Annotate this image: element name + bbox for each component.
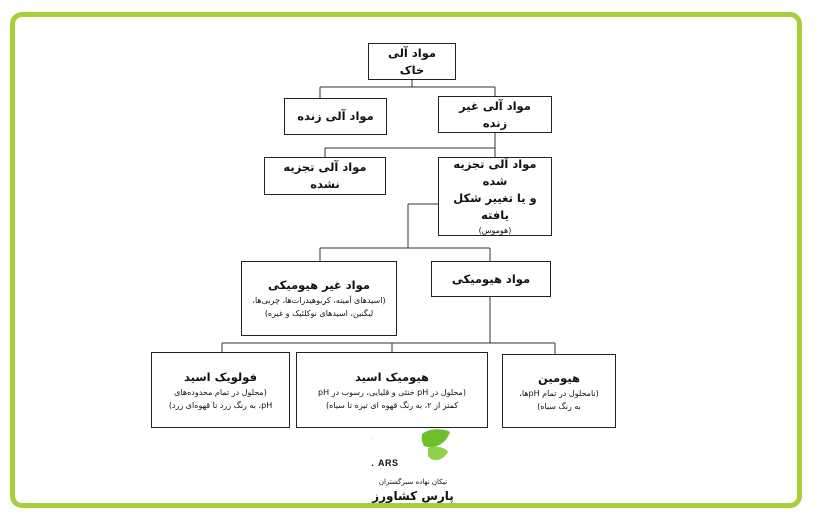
node-title: مواد آلی غیر زنده (459, 98, 531, 130)
node-title-line2: و یا تغییر شکل یافته (453, 191, 537, 222)
node-humic-substances: مواد هیومیکی (431, 261, 551, 297)
node-title: مواد هیومیکی (451, 271, 531, 286)
leaf-icon (421, 429, 450, 448)
logo-brand: پارس کشاورز (372, 489, 454, 503)
pk-logo-mark: PK (372, 429, 450, 475)
node-note-line2: pH، به رنگ زرد تا قهوه‌ای زرد) (168, 400, 273, 410)
node-note-line1: (نامحلول در تمام pHها، (519, 388, 599, 398)
node-title: هیومین (537, 370, 581, 385)
node-note-line1: (اسیدهای آمینه، کربوهیدرات‌ها، چربی‌ها، (252, 296, 386, 305)
node-title: مواد غیر هیومیکی (268, 278, 370, 292)
node-note-line2: به رنگ سیاه) (537, 401, 581, 411)
node-living-organic-matter: مواد آلی زنده (284, 98, 387, 135)
node-note-line1: (محلول در pH خنثی و قلیایی، رسوب در pH (318, 387, 466, 397)
node-note-line2: کمتر از ۲، به رنگ قهوه ای تیره تا سیاه) (326, 400, 458, 410)
logo-sub: ARS (378, 458, 399, 468)
node-note: (هوموس) (478, 226, 512, 235)
node-title: هیومیک اسید (354, 369, 430, 384)
node-undecomposed-organic-matter: مواد آلی تجزیه نشده (264, 157, 386, 195)
logo-letters: PK (372, 431, 374, 475)
node-humin: هیومین (نامحلول در تمام pHها، به رنگ سیا… (502, 354, 616, 428)
node-title-line1: مواد آلی تجزیه شده (453, 157, 537, 188)
node-title: مواد آلی خاک (387, 45, 437, 77)
node-nonliving-organic-matter: مواد آلی غیر زنده (438, 96, 552, 133)
node-humic-acid: هیومیک اسید (محلول در pH خنثی و قلیایی، … (296, 352, 488, 428)
node-note-line1: (محلول در تمام محدوده‌های (174, 387, 267, 397)
node-decomposed-organic-matter: مواد آلی تجزیه شده و یا تغییر شکل یافته … (438, 157, 552, 236)
node-nonhumic-substances: مواد غیر هیومیکی (اسیدهای آمینه، کربوهید… (241, 261, 397, 336)
node-title: مواد آلی تجزیه نشده (283, 160, 367, 191)
pars-keshavarz-logo: PK ARS نیکان نهاده سبزگستران پارس کشاورز (368, 428, 458, 508)
node-title: مواد آلی زنده (297, 109, 374, 123)
logo-tagline: نیکان نهاده سبزگستران (378, 478, 448, 486)
node-title: فولویک اسید (184, 369, 257, 384)
leaf-icon (428, 446, 448, 461)
node-soil-organic-matter: مواد آلی خاک (368, 43, 456, 80)
node-fulvic-acid: فولویک اسید (محلول در تمام محدوده‌های pH… (151, 352, 290, 428)
node-note-line2: لیگنین، اسیدهای نوکلئیک و غیره) (264, 309, 374, 318)
